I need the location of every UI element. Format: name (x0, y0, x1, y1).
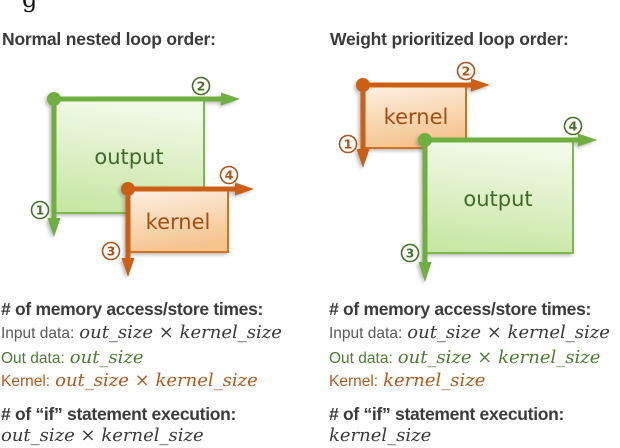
right-orange-h-axis (363, 82, 472, 88)
left-step-4-badge: 4 (219, 165, 239, 185)
right-memory-line-out: Out data:out_size × kernel_size (329, 347, 600, 368)
left-step-1-number: 1 (36, 203, 45, 218)
right-orange-h-arrowhead-icon (471, 78, 490, 92)
right-output-shape: output (418, 133, 597, 282)
left-green-v-axis (51, 99, 57, 220)
right-orange-v-axis (360, 85, 366, 151)
left-out-data-value: out_size (69, 347, 144, 368)
right-step-1-number: 1 (344, 137, 353, 152)
right-green-h-axis (425, 137, 579, 143)
right-kernel-access-label: Kernel: (329, 373, 379, 390)
left-input-data-label: Input data: (1, 325, 75, 342)
left-kernel-label: kernel (146, 210, 211, 234)
right-kernel-access-value: kernel_size (383, 370, 486, 391)
left-step-4-number: 4 (225, 168, 234, 183)
right-input-data-label: Input data: (329, 325, 403, 342)
right-memory-line-input: Input data:out_size × kernel_size (329, 322, 610, 343)
left-step-4-circle-icon (219, 165, 239, 185)
right-green-origin-dot-icon (418, 133, 432, 147)
left-memory-line-out: Out data:out_size (1, 347, 144, 368)
left-memory-heading: # of memory access/store times: (1, 299, 264, 319)
left-step-3-number: 3 (107, 244, 116, 259)
right-orange-v-arrowhead-icon (356, 149, 370, 168)
right-out-data-value: out_size × kernel_size (397, 347, 601, 368)
right-step-3-badge: 3 (400, 243, 420, 263)
right-step-1-badge: 1 (338, 134, 358, 154)
left-green-v-arrowhead-icon (47, 218, 61, 237)
left-if-heading: # of “if” statement execution: (1, 404, 237, 424)
right-green-v-axis (422, 140, 428, 263)
right-step-2-number: 2 (462, 64, 471, 79)
left-step-2-number: 2 (197, 79, 206, 94)
right-orange-origin-dot-icon (356, 78, 370, 92)
left-output-label: output (94, 145, 163, 169)
right-memory-heading: # of memory access/store times: (329, 299, 592, 319)
right-step-2-badge: 2 (456, 61, 476, 81)
left-kernel-box (127, 188, 229, 253)
right-out-data-label: Out data: (329, 350, 393, 367)
left-kernel-shape: kernel (121, 182, 254, 277)
right-step-3-circle-icon (400, 243, 420, 263)
left-input-data-value: out_size × kernel_size (79, 322, 282, 343)
left-green-h-arrowhead-icon (221, 92, 240, 106)
left-orange-h-arrowhead-icon (235, 182, 254, 196)
left-orange-h-axis (128, 186, 236, 192)
left-orange-v-axis (125, 189, 131, 260)
right-output-label: output (463, 187, 532, 211)
right-if-heading: # of “if” statement execution: (329, 404, 565, 424)
right-panel-heading: Weight prioritized loop order: (330, 29, 569, 49)
right-green-v-arrowhead-icon (418, 262, 432, 282)
left-orange-v-arrowhead-icon (121, 258, 135, 277)
left-panel-heading: Normal nested loop order: (2, 29, 216, 49)
right-kernel-label: kernel (384, 105, 449, 129)
right-input-data-value: out_size × kernel_size (407, 322, 610, 343)
left-kernel-access-label: Kernel: (1, 373, 51, 390)
right-step-1-circle-icon (338, 134, 358, 154)
left-out-data-label: Out data: (1, 350, 65, 367)
left-step-2-circle-icon (191, 76, 211, 96)
right-memory-line-kernel: Kernel:kernel_size (329, 370, 485, 391)
right-if-value: kernel_size (329, 425, 432, 446)
right-step-4-badge: 4 (563, 116, 583, 136)
left-step-3-circle-icon (101, 241, 121, 261)
left-green-h-axis (54, 96, 222, 102)
left-step-2-badge: 2 (191, 76, 211, 96)
left-memory-line-input: Input data:out_size × kernel_size (1, 322, 282, 343)
left-orange-origin-dot-icon (121, 182, 135, 196)
left-green-origin-dot-icon (47, 92, 61, 106)
right-output-box (424, 139, 574, 254)
right-step-4-number: 4 (569, 119, 578, 134)
left-step-1-badge: 1 (30, 200, 50, 220)
left-memory-line-kernel: Kernel:out_size × kernel_size (1, 370, 258, 391)
left-diagram: output kernel 1 2 (30, 76, 254, 277)
right-step-2-circle-icon (456, 61, 476, 81)
left-step-1-circle-icon (30, 200, 50, 220)
right-green-h-arrowhead-icon (578, 133, 597, 147)
right-step-3-number: 3 (406, 246, 415, 261)
right-if-value-line: kernel_size (329, 425, 431, 446)
cropped-caption-text: g (22, 0, 37, 13)
left-kernel-access-value: out_size × kernel_size (55, 370, 258, 391)
left-if-value: out_size × kernel_size (1, 425, 204, 446)
right-diagram: kernel output 1 2 (338, 61, 597, 282)
right-step-4-circle-icon (563, 116, 583, 136)
left-step-3-badge: 3 (101, 241, 121, 261)
left-if-value-line: out_size × kernel_size (1, 425, 204, 446)
